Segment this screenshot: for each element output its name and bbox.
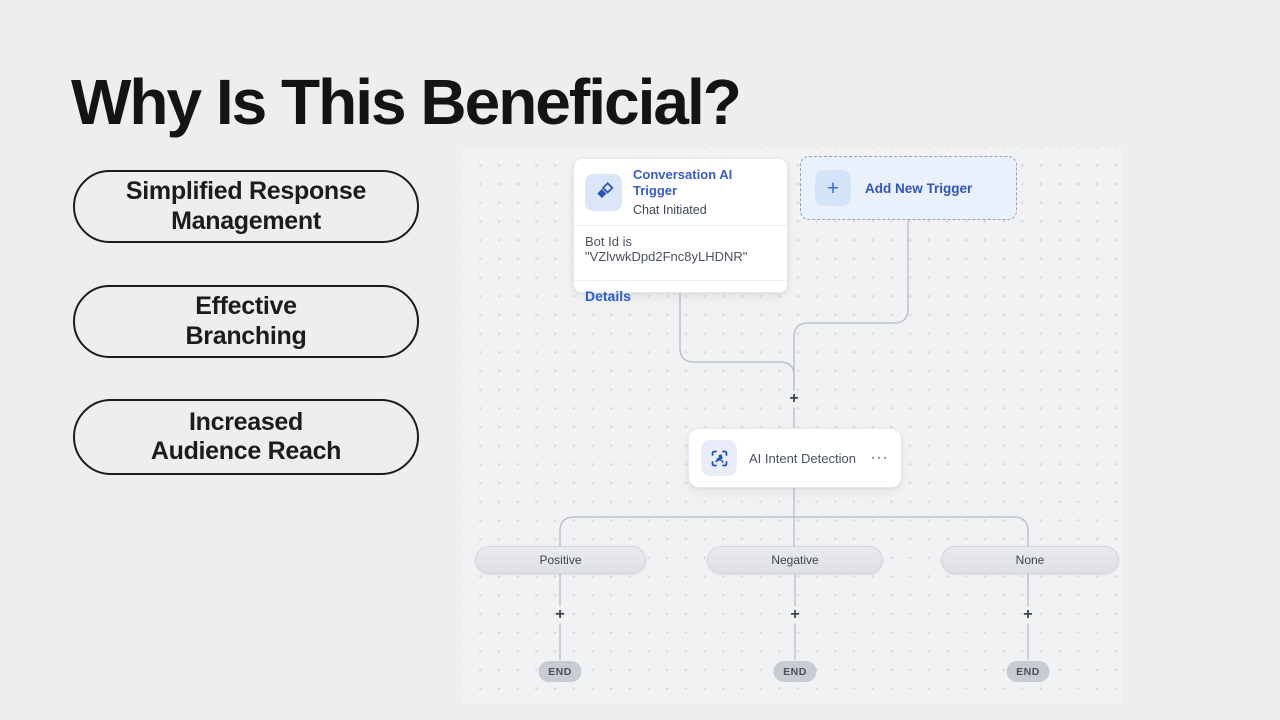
scan-intent-icon	[701, 440, 737, 476]
ai-intent-detection-card[interactable]: AI Intent Detection ···	[688, 428, 902, 488]
trigger-card-subtitle: Chat Initiated	[633, 202, 707, 217]
add-step-plus-button[interactable]: +	[789, 390, 799, 407]
trigger-card-titles: Conversation AI Trigger Chat Initiated	[633, 167, 776, 218]
benefit-label-line: Audience Reach	[150, 437, 342, 465]
branch-add-plus-button[interactable]: +	[1023, 606, 1033, 623]
sparkle-diamonds-icon	[585, 173, 622, 211]
branch-pill-negative[interactable]: Negative	[707, 546, 883, 574]
add-new-trigger-button[interactable]: + Add New Trigger	[800, 156, 1017, 220]
page-title: Why Is This Beneficial?	[71, 66, 742, 138]
plus-icon: +	[815, 170, 851, 206]
end-node: END	[538, 661, 582, 682]
branch-pill-none[interactable]: None	[941, 546, 1119, 574]
benefit-pill-simplified-response: Simplified Response Management	[73, 170, 419, 243]
ellipsis-menu-icon[interactable]: ···	[871, 449, 889, 467]
benefit-label-line: Effective	[195, 292, 297, 320]
benefit-pill-increased-reach: Increased Audience Reach	[73, 399, 419, 475]
benefit-label-line: Increased	[188, 407, 304, 436]
end-node: END	[773, 661, 817, 682]
branch-add-plus-button[interactable]: +	[790, 606, 800, 623]
benefit-label-line: Simplified Response	[125, 177, 367, 205]
add-new-trigger-label: Add New Trigger	[865, 180, 973, 196]
benefit-label-line: Management	[171, 206, 321, 235]
trigger-card-body: Bot Id is "VZlvwkDpd2Fnc8yLHDNR"	[574, 226, 787, 281]
trigger-card-footer: Details	[574, 281, 787, 313]
branch-add-plus-button[interactable]: +	[555, 606, 565, 623]
conversation-ai-trigger-card[interactable]: Conversation AI Trigger Chat Initiated B…	[573, 158, 788, 304]
branch-pill-positive[interactable]: Positive	[475, 546, 646, 574]
benefit-pill-effective-branching: Effective Branching	[73, 285, 419, 358]
benefit-label-line: Branching	[185, 321, 307, 350]
end-node: END	[1006, 661, 1050, 682]
workflow-canvas: Conversation AI Trigger Chat Initiated B…	[462, 147, 1122, 704]
details-link[interactable]: Details	[585, 287, 631, 304]
intent-card-title: AI Intent Detection	[749, 450, 856, 466]
trigger-card-header: Conversation AI Trigger Chat Initiated	[574, 159, 787, 226]
trigger-card-title: Conversation AI Trigger	[633, 167, 733, 199]
